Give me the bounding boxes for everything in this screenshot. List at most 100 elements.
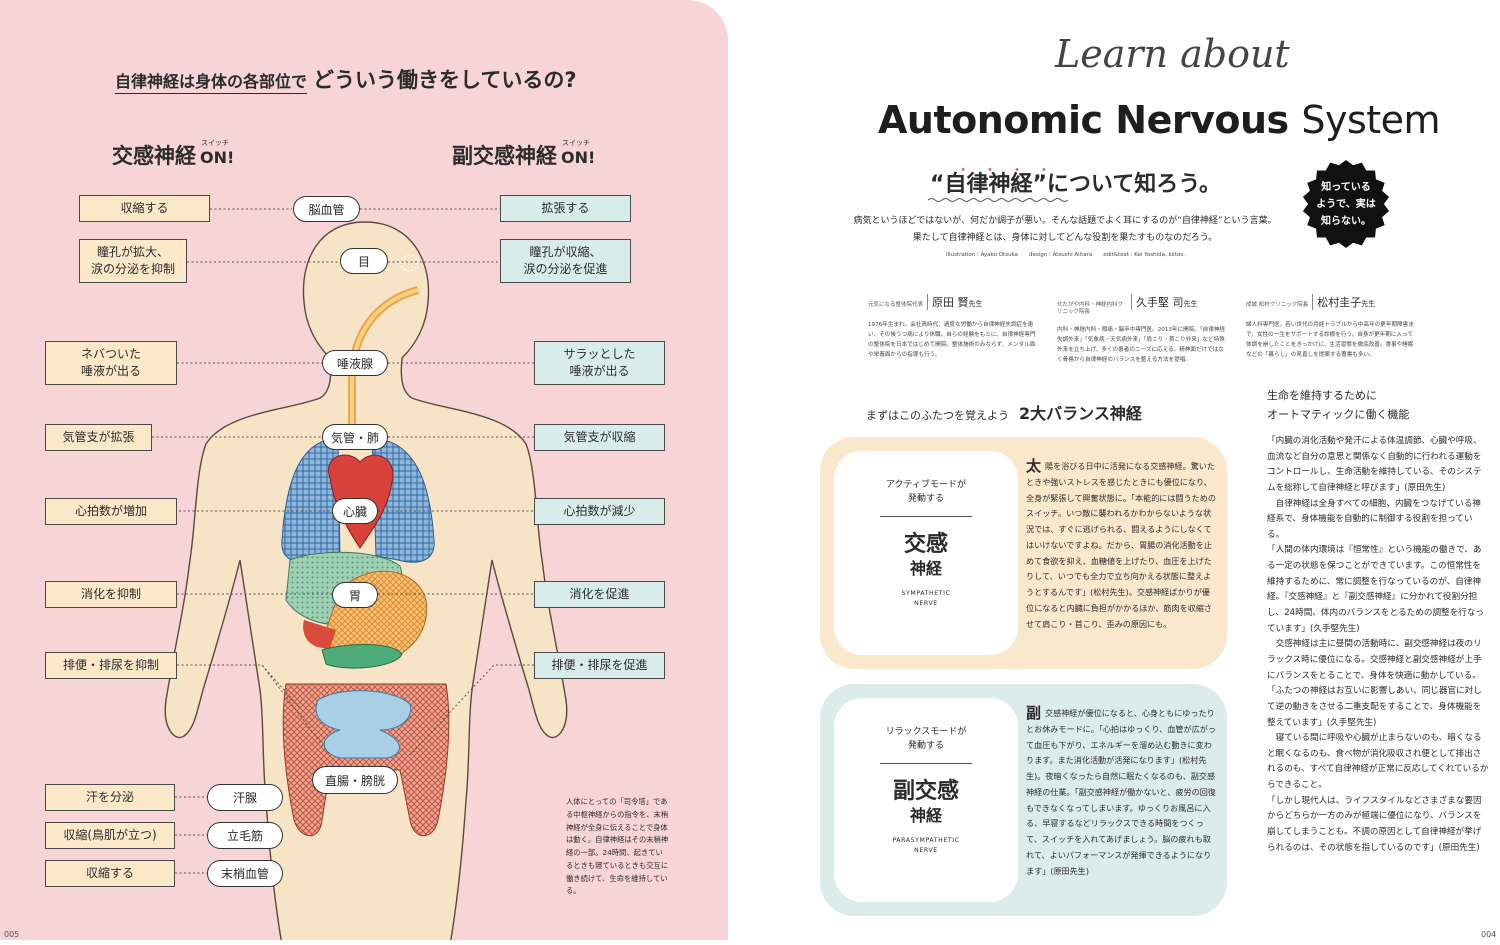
doctor-profile-matsumura: 成城 松村クリニック院長 松村圭子先生 婦人科専門医。若い世代の月経トラブルから… bbox=[1246, 294, 1416, 360]
card-kanji: 神経 bbox=[909, 806, 942, 826]
page-number-left: 005 bbox=[4, 930, 20, 939]
pancreas bbox=[321, 644, 403, 669]
effect-peripheral-sympathetic: 収縮する bbox=[45, 860, 175, 887]
main-title: Autonomic Nervous System bbox=[878, 98, 1441, 142]
doctor-bio: 婦人科専門医。若い世代の月経トラブルから中高年の更年期障害まで、女性の一生をサポ… bbox=[1246, 322, 1414, 359]
learn-about-script: Learn about bbox=[1055, 32, 1290, 76]
black-badge: 知っている ようで、実は 知らない。 bbox=[1302, 160, 1390, 248]
sympathetic-heading-text: 交感神経 bbox=[112, 144, 196, 168]
main-title-bold: Autonomic Nervous bbox=[878, 98, 1289, 142]
doctor-affiliation: 成城 松村クリニック院長 bbox=[1246, 302, 1309, 308]
column-paragraph: 自律神経は全身すべての細胞、内臓をつなげている神経系で、身体機能を自動的に制御す… bbox=[1267, 498, 1481, 540]
effect-saliva-sympathetic: ネバついた 唾液が出る bbox=[45, 341, 177, 385]
organ-stomach: 胃 bbox=[332, 582, 378, 608]
doctor-bio: 内科・神経内科・頭痛・脳卒中専門医。2013年に開院。「自律神経失調外来」「気象… bbox=[1057, 327, 1226, 364]
switch-ruby: スイッチ bbox=[201, 139, 229, 147]
emphasis-dots: ・・・・ bbox=[956, 163, 1064, 179]
on-label: ON! bbox=[561, 148, 596, 167]
organ-trachea-lung: 気管・肺 bbox=[322, 424, 388, 450]
column-paragraph: 「ふたつの神経はお互いに影響しあい、同じ器官に対して逆の動きをさせる二重支配をす… bbox=[1267, 686, 1482, 728]
credits: illustration : Ayako Otsuka design : Ats… bbox=[946, 252, 1185, 258]
organ-sweat-gland: 汗腺 bbox=[207, 784, 283, 811]
card-mode: アクティブモードが 発動する bbox=[885, 480, 966, 504]
doctor-profile-kudeken: せたがや内科・神経内科クリニック院長 久手堅 司先生 内科・神経内科・頭痛・脳卒… bbox=[1057, 294, 1227, 365]
organ-arrector-muscle: 立毛筋 bbox=[207, 822, 283, 849]
organ-saliva-gland: 唾液腺 bbox=[322, 350, 388, 376]
leader-lines bbox=[152, 208, 534, 874]
effect-brain-sympathetic: 収縮する bbox=[79, 195, 210, 222]
body-illustration bbox=[152, 208, 568, 940]
card-mode: リラックスモードが 発動する bbox=[885, 727, 967, 751]
organ-brain-vessel: 脳血管 bbox=[293, 196, 360, 222]
sympathetic-card: アクティブモードが 発動する 交感 神経 SYMPATHETIC NERVE 太… bbox=[820, 437, 1227, 669]
column-heading: 生命を維持するために オートマティックに働く機能 bbox=[1267, 389, 1410, 421]
section-lead: まずはこのふたつを覚えよう bbox=[866, 409, 1009, 422]
effect-stomach-sympathetic: 消化を抑制 bbox=[45, 581, 177, 608]
column-paragraph: 寝ている間に呼吸や心臓が止まらないのも、暗くなると眠くなるのも、食べ物が消化吸収… bbox=[1267, 733, 1489, 791]
doctor-name: 原田 賢先生 bbox=[927, 294, 983, 310]
parasympathetic-card-label: リラックスモードが 発動する 副交感 神経 PARASYMPATHETIC NE… bbox=[834, 698, 1018, 902]
organ-peripheral-vessel: 末梢血管 bbox=[207, 860, 283, 887]
doctor-profile-harada: 元気になる整体院代表 原田 賢先生 1976年生まれ。会社員時代、過度な労働から… bbox=[868, 294, 1038, 360]
main-title-thin: System bbox=[1301, 98, 1441, 142]
drop-cap: 副 bbox=[1026, 704, 1042, 722]
effect-excretion-parasympathetic: 排便・排尿を促進 bbox=[534, 652, 665, 679]
page-number-right: 004 bbox=[1481, 930, 1497, 939]
parasympathetic-card: リラックスモードが 発動する 副交感 神経 PARASYMPATHETIC NE… bbox=[820, 684, 1227, 916]
subtitle: “自律神経”について知ろう。 bbox=[930, 172, 1221, 197]
card-name: 交感 bbox=[903, 531, 948, 557]
effect-brain-parasympathetic: 拡張する bbox=[500, 195, 631, 222]
parasympathetic-card-text: 副交感神経が優位になると、心身ともにゆったりとお休みモードに。「心拍はゆっくり、… bbox=[1026, 704, 1216, 876]
title-emphasis: どういう働きをしているの? bbox=[313, 68, 577, 92]
organ-eye: 目 bbox=[340, 248, 388, 274]
spleen-part bbox=[303, 620, 336, 649]
organ-rectum-bladder: 直腸・膀胱 bbox=[312, 766, 398, 794]
title-plain: 自律神経は身体の各部位で bbox=[115, 72, 308, 91]
effect-trachea-sympathetic: 気管支が拡張 bbox=[45, 424, 152, 451]
column-paragraph: 「内臓の消化活動や発汗による体温調節、心臓や呼吸、血流など自分の意思と関係なく自… bbox=[1267, 436, 1482, 493]
section-title: 2大バランス神経 bbox=[1019, 404, 1142, 423]
column-paragraph: 「人間の体内環境は『恒常性』という機能の働きで、ある一定の状態を保つことができて… bbox=[1267, 545, 1485, 634]
small-intestine bbox=[315, 690, 412, 759]
card-kanji: 神経 bbox=[909, 559, 942, 579]
column-paragraph: 「しかし現代人は、ライフスタイルなどさまざまな要因からどちらか一方のみが極端に優… bbox=[1267, 795, 1482, 853]
left-footnote: 人体にとっての「司令塔」である中枢神経からの指令を、末梢神経が全身に伝えることで… bbox=[566, 797, 669, 896]
doctor-name: 久手堅 司先生 bbox=[1131, 294, 1198, 310]
effect-eye-sympathetic: 瞳孔が拡大、 涙の分泌を抑制 bbox=[79, 239, 187, 283]
card-divider bbox=[880, 762, 972, 764]
on-label: ON! bbox=[200, 148, 235, 167]
card-english: SYMPATHETIC NERVE bbox=[901, 589, 951, 607]
intro-line-2: 果たして自律神経とは、身体に対してどんな役割を果たすものなのだろう。 bbox=[912, 232, 1218, 243]
effect-stomach-parasympathetic: 消化を促進 bbox=[534, 581, 665, 608]
card-english: PARASYMPATHETIC NERVE bbox=[892, 836, 960, 854]
effect-heart-parasympathetic: 心拍数が減少 bbox=[534, 498, 665, 525]
doctor-bio: 1976年生まれ。会社員時代、過度な労働から自律神経失調症を患い、その後うつ病に… bbox=[868, 322, 1036, 359]
card-divider bbox=[880, 515, 972, 517]
doctor-affiliation: せたがや内科・神経内科クリニック院長 bbox=[1057, 302, 1124, 315]
sympathetic-card-text: 太陽を浴びる日中に活発になる交感神経。驚いたときや強いストレスを感じたときにも優… bbox=[1026, 457, 1216, 629]
section-heading: まずはこのふたつを覚えよう 2大バランス神経 bbox=[866, 400, 1142, 424]
effect-sweat-sympathetic: 汗を分泌 bbox=[45, 784, 175, 811]
organ-heart: 心臓 bbox=[332, 498, 378, 524]
column-paragraph: 交感神経は主に昼間の活動時に、副交感神経は夜のリラックス時に優位になる。交感神経… bbox=[1267, 639, 1482, 681]
doctor-affiliation: 元気になる整体院代表 bbox=[868, 302, 924, 308]
effect-heart-sympathetic: 心拍数が増加 bbox=[45, 498, 177, 525]
drop-cap: 太 bbox=[1026, 457, 1042, 475]
effect-trachea-parasympathetic: 気管支が収縮 bbox=[534, 424, 665, 451]
effect-eye-parasympathetic: 瞳孔が収縮、 涙の分泌を促進 bbox=[500, 239, 631, 283]
effect-saliva-parasympathetic: サラッとした 唾液が出る bbox=[534, 341, 665, 385]
wavy-underline bbox=[928, 198, 1068, 202]
intro-line-1: 病気というほどではないが、何だか調子が悪い。そんな話題でよく耳にするのが“自律神… bbox=[853, 216, 1277, 226]
left-page-title: 自律神経は身体の各部位でどういう働きをしているの? bbox=[115, 64, 577, 94]
effect-arrector-sympathetic: 収縮(鳥肌が立つ) bbox=[45, 822, 175, 849]
switch-ruby: スイッチ bbox=[562, 139, 590, 147]
effect-excretion-sympathetic: 排便・排尿を抑制 bbox=[45, 652, 177, 679]
doctor-name: 松村圭子先生 bbox=[1312, 294, 1375, 310]
card-name: 副交感 bbox=[892, 778, 959, 804]
intro-text: 病気というほどではないが、何だか調子が悪い。そんな話題でよく耳にするのが“自律神… bbox=[840, 213, 1290, 246]
parasympathetic-heading-text: 副交感神経 bbox=[452, 144, 557, 168]
sympathetic-card-label: アクティブモードが 発動する 交感 神経 SYMPATHETIC NERVE bbox=[834, 451, 1018, 655]
